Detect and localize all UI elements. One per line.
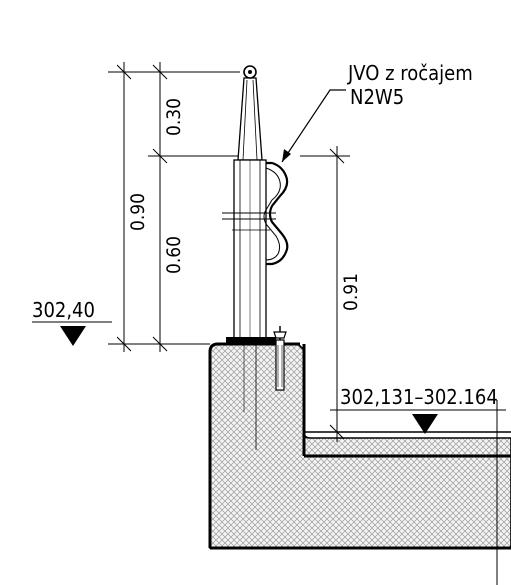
elevation-marker-deck-edge [32, 321, 112, 346]
dimension-top-segment: 0.30 [163, 98, 185, 136]
base-plate-anchor [226, 326, 287, 391]
elevation-deck-edge-label: 302,40 [32, 298, 95, 322]
dimension-overall: 0.90 [127, 193, 149, 231]
elevation-road-label: 302,131–302.164 [340, 385, 498, 409]
dimension-lines [108, 62, 350, 442]
concrete-edge-beam [208, 342, 511, 550]
road-surface [304, 400, 511, 585]
w-beam-rail [263, 161, 289, 266]
dimension-guardrail-height: 0.91 [340, 273, 362, 311]
dimension-bottom-segment: 0.60 [163, 236, 185, 274]
elevation-marker-road [330, 409, 506, 434]
annotation-leader [281, 89, 346, 163]
annotation-line-2: N2W5 [350, 85, 404, 109]
annotation-line-1: JVO z ročajem [347, 61, 473, 85]
guardrail-post [222, 65, 276, 450]
